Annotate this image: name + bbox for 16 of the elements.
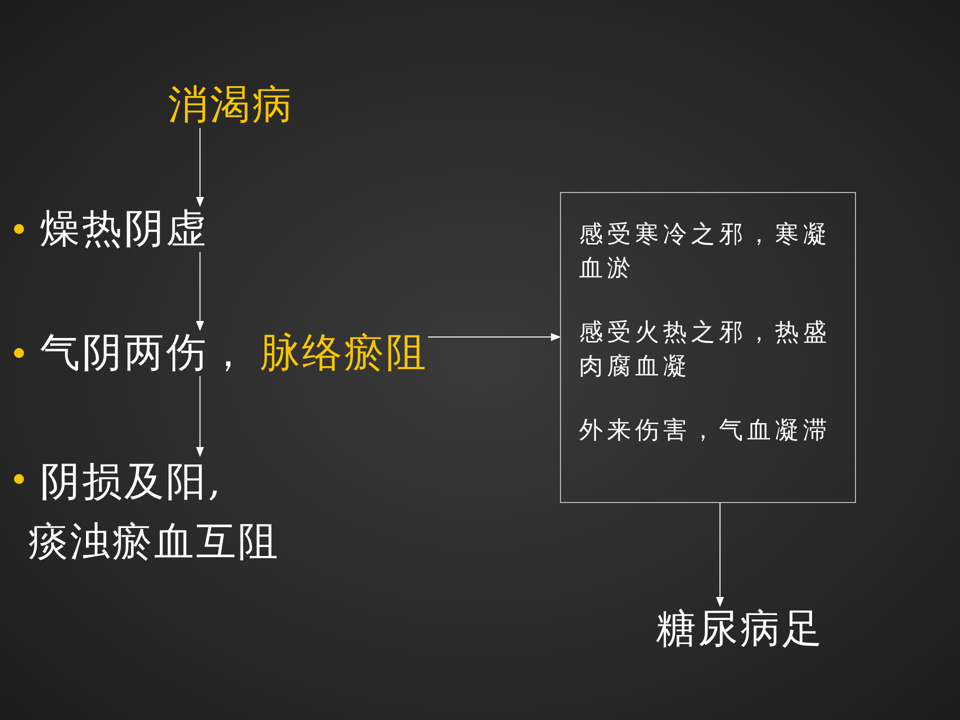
arrow: [428, 333, 561, 341]
cause-text: 外来伤害，气血凝滞: [579, 415, 832, 446]
stage-text: 气阴两伤，: [40, 330, 250, 376]
stage-text: 脉络瘀阻: [260, 330, 428, 376]
stage-text: 阴损及阳,: [40, 458, 224, 507]
cause-box: [560, 192, 856, 503]
stage-text: 痰浊瘀血互阻: [28, 518, 280, 567]
arrow: [196, 128, 204, 207]
result-text: 糖尿病足: [656, 606, 824, 652]
arrow: [196, 252, 204, 331]
cause-text: 感受寒冷之邪，寒凝血淤: [579, 219, 832, 284]
arrow: [716, 502, 724, 607]
cause-text: 感受火热之邪，热盛肉腐血凝: [579, 317, 832, 382]
stage-text: 燥热阴虚: [40, 206, 208, 252]
arrow: [196, 376, 204, 457]
disease-title: 消渴病: [168, 82, 294, 128]
